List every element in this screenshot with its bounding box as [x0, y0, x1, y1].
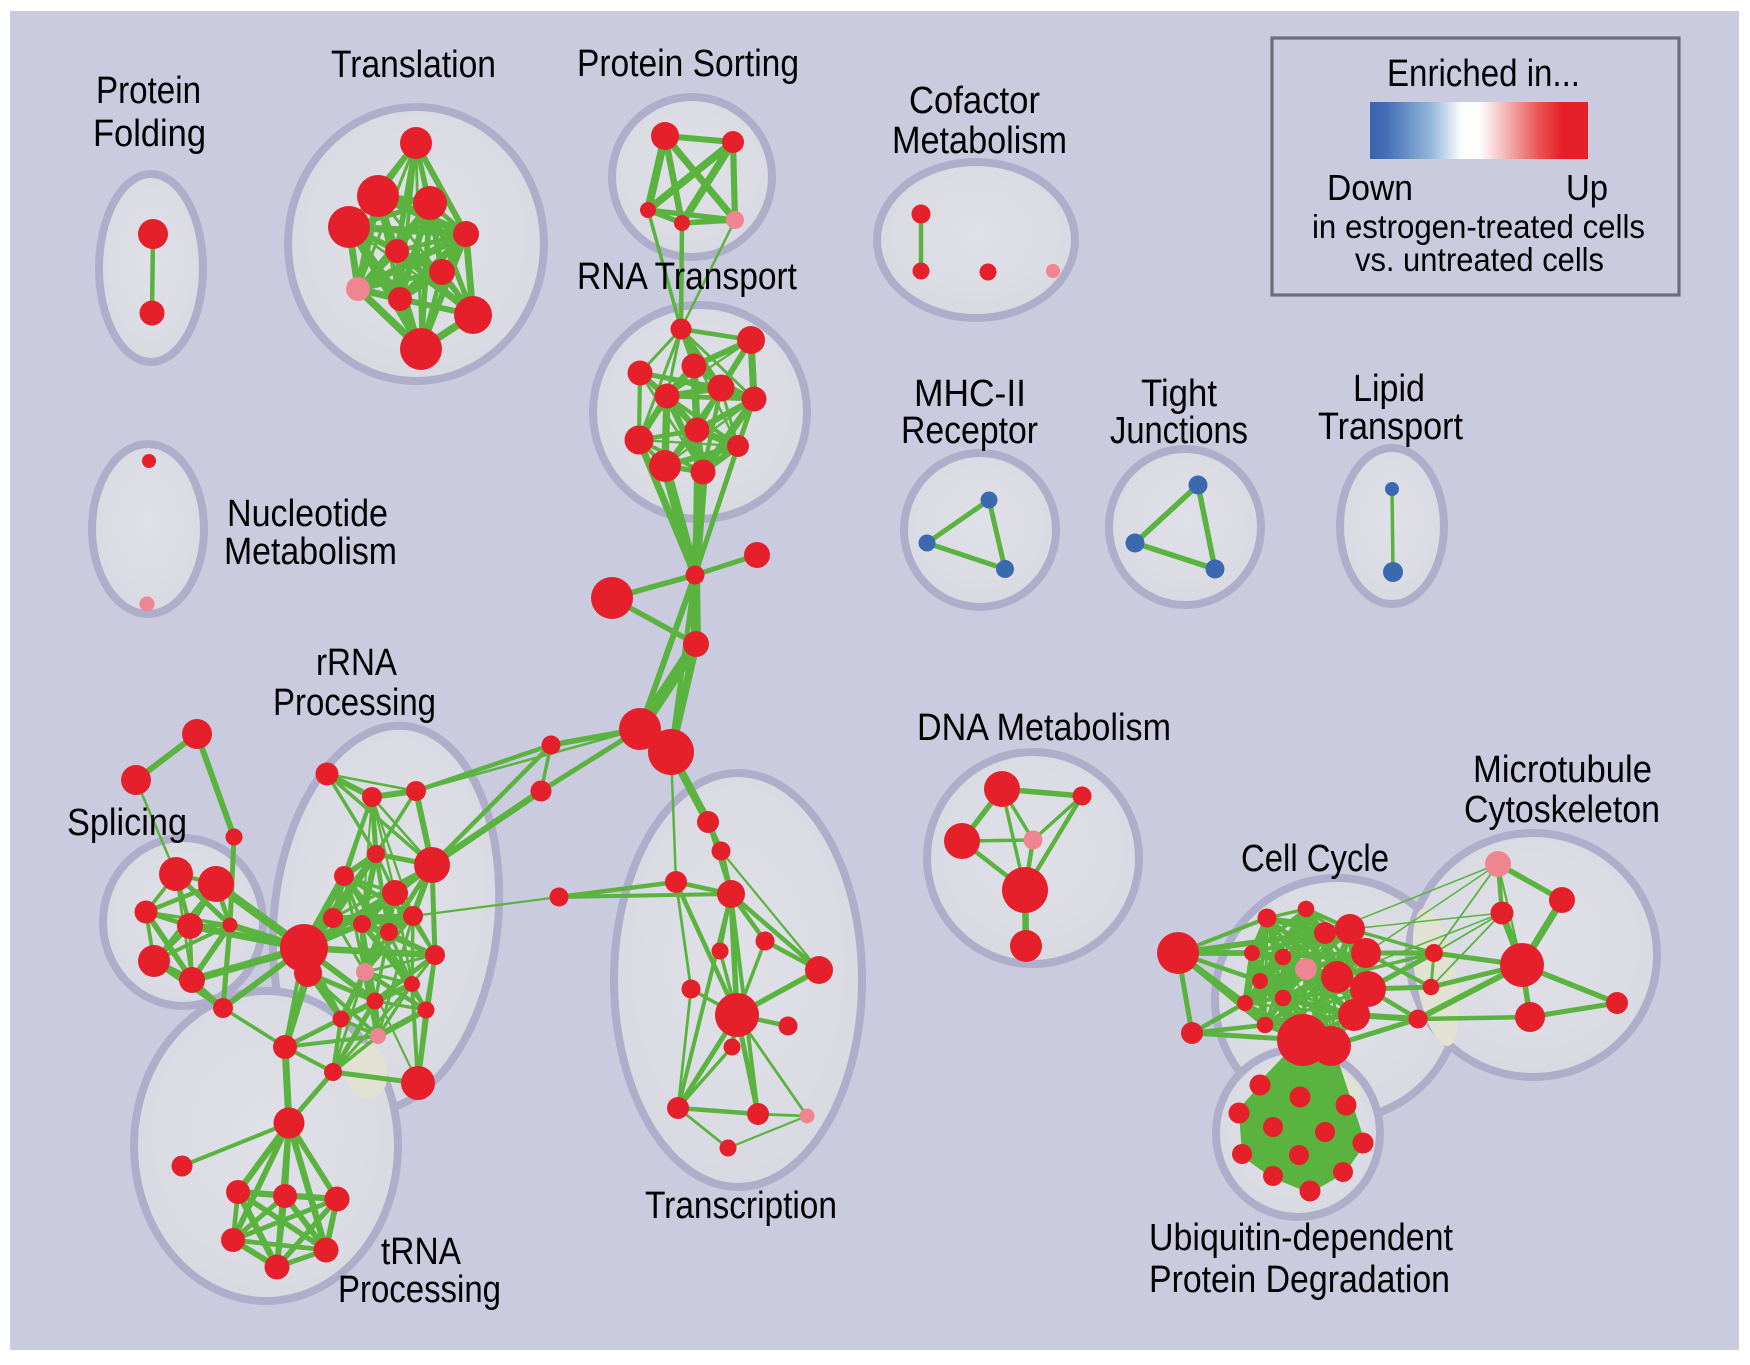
svg-text:Processing: Processing [273, 682, 436, 724]
svg-text:Protein Degradation: Protein Degradation [1149, 1259, 1450, 1301]
svg-text:Ubiquitin-dependent: Ubiquitin-dependent [1149, 1217, 1453, 1259]
svg-text:Up: Up [1566, 167, 1608, 208]
svg-text:Nucleotide: Nucleotide [227, 493, 388, 535]
svg-text:MHC-II: MHC-II [914, 373, 1026, 415]
svg-text:Junctions: Junctions [1110, 410, 1248, 452]
svg-text:Cytoskeleton: Cytoskeleton [1464, 789, 1660, 831]
svg-text:Cell Cycle: Cell Cycle [1241, 838, 1389, 880]
svg-text:Down: Down [1327, 167, 1413, 208]
svg-text:DNA Metabolism: DNA Metabolism [917, 707, 1171, 749]
svg-text:vs. untreated cells: vs. untreated cells [1355, 241, 1604, 278]
svg-text:Metabolism: Metabolism [892, 120, 1067, 162]
svg-text:Transcription: Transcription [645, 1185, 837, 1227]
svg-text:Transport: Transport [1318, 406, 1463, 448]
svg-text:RNA Transport: RNA Transport [577, 256, 797, 298]
svg-text:Folding: Folding [93, 113, 206, 155]
svg-text:rRNA: rRNA [316, 642, 398, 684]
svg-text:in estrogen-treated cells: in estrogen-treated cells [1312, 208, 1645, 245]
svg-text:Protein: Protein [96, 70, 201, 112]
svg-text:Translation: Translation [331, 44, 496, 86]
svg-text:Microtubule: Microtubule [1473, 749, 1652, 791]
svg-text:Receptor: Receptor [901, 410, 1038, 452]
svg-text:Protein Sorting: Protein Sorting [577, 43, 799, 85]
svg-text:Enriched in...: Enriched in... [1387, 53, 1580, 95]
svg-text:Tight: Tight [1141, 373, 1217, 415]
svg-text:Lipid: Lipid [1353, 368, 1425, 410]
svg-text:Metabolism: Metabolism [224, 531, 397, 573]
svg-text:tRNA: tRNA [381, 1231, 462, 1273]
svg-text:Processing: Processing [338, 1269, 501, 1311]
svg-text:Cofactor: Cofactor [909, 80, 1040, 122]
svg-text:Splicing: Splicing [67, 802, 187, 844]
